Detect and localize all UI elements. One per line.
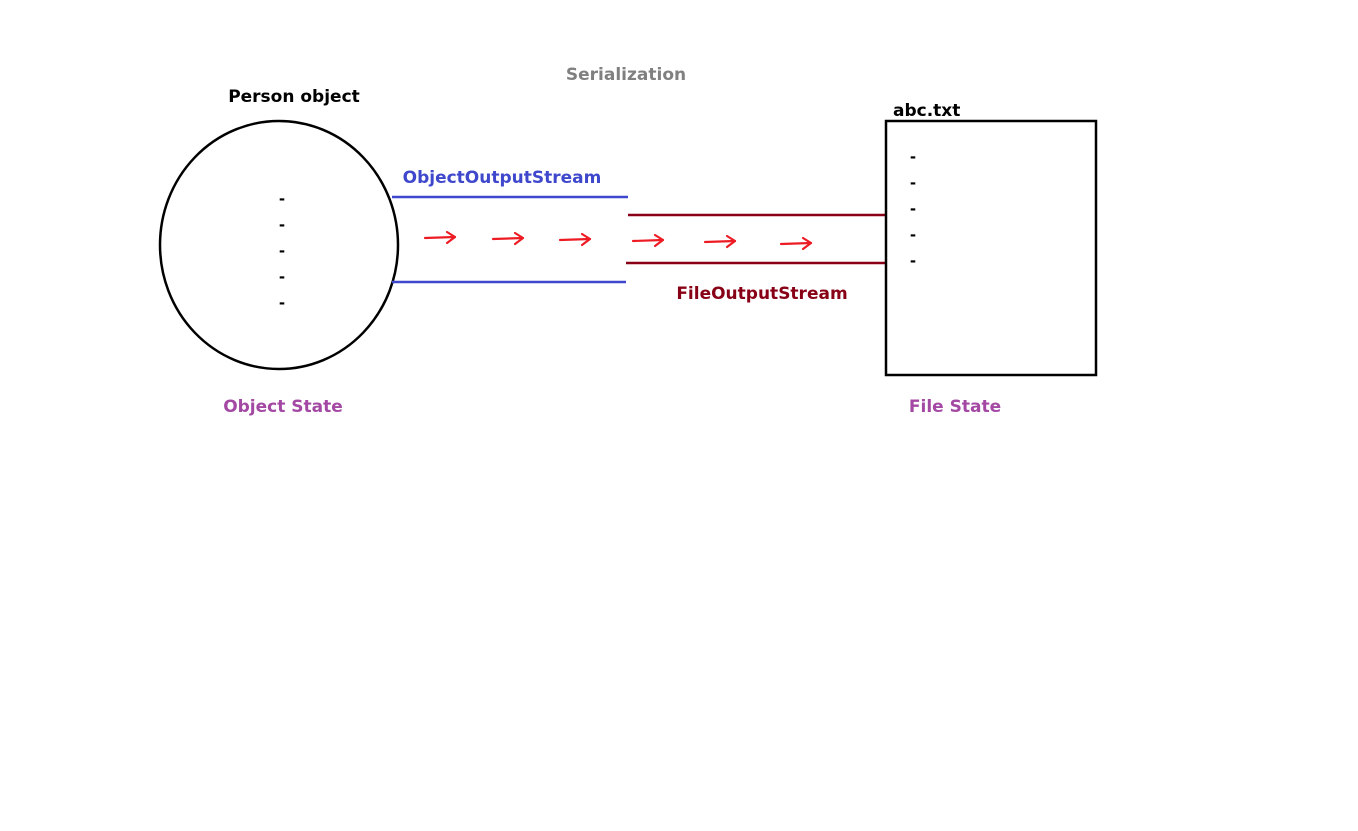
object-circle [158, 119, 400, 371]
object-field-list: - - - - - [279, 190, 285, 312]
object-label: Person object [228, 87, 360, 107]
flow-arrows [423, 230, 813, 251]
object-field-dash: - [279, 216, 285, 234]
file-line-dash: - [910, 252, 916, 270]
flow-arrow-icon [631, 233, 665, 248]
flow-arrow-icon [779, 236, 813, 251]
diagram-title: Serialization [566, 65, 686, 85]
object-field-dash: - [279, 190, 285, 208]
object-output-stream-label: ObjectOutputStream [403, 168, 602, 188]
file-content-list: - - - - - [910, 148, 916, 270]
object-field-dash: - [279, 242, 285, 260]
file-line-dash: - [910, 148, 916, 166]
object-state-label: Object State [223, 397, 343, 417]
file-box [884, 119, 1098, 377]
file-output-stream-label: FileOutputStream [676, 284, 847, 304]
file-line-dash: - [910, 226, 916, 244]
file-line-dash: - [910, 200, 916, 218]
flow-arrow-icon [703, 234, 737, 249]
flow-arrow-icon [491, 231, 525, 246]
flow-arrow-icon [558, 232, 592, 247]
file-line-dash: - [910, 174, 916, 192]
file-state-label: File State [909, 397, 1001, 417]
object-field-dash: - [279, 294, 285, 312]
file-label: abc.txt [893, 101, 960, 121]
object-field-dash: - [279, 268, 285, 286]
flow-arrow-icon [423, 230, 457, 245]
